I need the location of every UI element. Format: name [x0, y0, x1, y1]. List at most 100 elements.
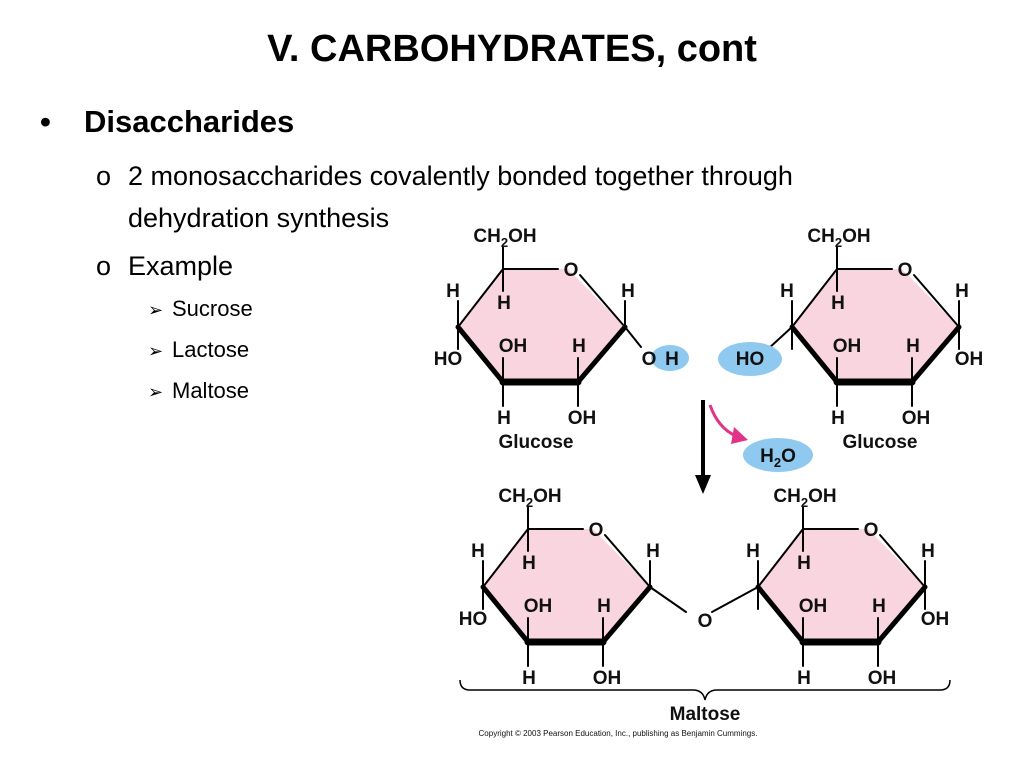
glucose-left-c1-h-label: H — [621, 281, 635, 302]
glycosidic-o-label: O — [698, 611, 713, 632]
glucose-left-ring-o-label: O — [564, 260, 579, 281]
glycosidic-bond-right — [711, 586, 759, 613]
water-arrow-head — [731, 427, 748, 444]
glucose-left-h-highlight — [651, 345, 689, 371]
maltose-right-c2-oh-label: OH — [868, 668, 897, 689]
maltose-left-ch2oh-label: CH2OH — [498, 486, 561, 510]
maltose-left-ring-fill — [483, 529, 650, 642]
list-item-lactose: ➢ Lactose — [148, 335, 249, 366]
definition-line-1: 2 monosaccharides covalently bonded toge… — [128, 161, 793, 191]
list-item-sucrose: ➢ Sucrose — [148, 294, 253, 325]
water-label: H2O — [760, 446, 796, 470]
water-arrow-curve — [708, 404, 737, 438]
glycosidic-bond-left — [649, 586, 687, 613]
glucose-right-c1-h-label: H — [955, 281, 969, 302]
bullet-disaccharides: • Disaccharides — [40, 104, 294, 140]
glucose-right-c5-h-label: H — [831, 293, 845, 314]
sucrose-label: Sucrose — [172, 296, 253, 321]
glucose-right-ring-fill — [792, 269, 959, 382]
arrow-bullet-icon: ➢ — [148, 382, 164, 402]
maltose-left-c2-oh-label: OH — [593, 668, 622, 689]
maltose-left-c1-h-label: H — [646, 541, 660, 562]
maltose-right-bond-c3-c4 — [755, 584, 806, 645]
glucose-left-c2-oh-label: OH — [568, 408, 597, 429]
glucose-right-bond-c3-c4 — [789, 324, 840, 385]
glucose-left-c1-h-label: H — [665, 349, 679, 370]
maltose-left-bond-c3-c4 — [480, 584, 531, 645]
maltose-right-ring-fill — [758, 529, 925, 642]
glucose-left-name: Glucose — [499, 432, 574, 453]
glucose-left-c4-ho-label: HO — [434, 349, 463, 370]
example-label: Example — [128, 251, 234, 281]
glucose-left-c3-h-label: H — [497, 408, 511, 429]
glucose-right-c4-h-label: H — [780, 281, 794, 302]
glucose-left-bond-c3-c4 — [455, 324, 506, 385]
maltose-left-bond-c4-c5 — [482, 528, 529, 588]
maltose-right-c5-h-label: H — [797, 553, 811, 574]
glucose-left-ring-fill — [458, 269, 625, 382]
glucose-left-c1-o-label: O — [642, 349, 657, 370]
glucose-right-bond-c1-c2 — [909, 324, 962, 385]
lactose-label: Lactose — [172, 337, 250, 362]
arrow-bullet-icon: ➢ — [148, 341, 164, 361]
maltose-right-c3-oh-label: OH — [799, 596, 828, 617]
glucose-left-ch2oh-label: CH2OH — [473, 226, 536, 250]
glucose-right-name: Glucose — [843, 432, 918, 453]
glucose-right-bond-c4-ho — [767, 326, 793, 350]
arrow-bullet-icon: ➢ — [148, 300, 164, 320]
glucose-right-ho-highlight — [718, 342, 782, 376]
glucose-right-bond-o-c1 — [913, 274, 960, 328]
glucose-right-c2-oh-label: OH — [902, 408, 931, 429]
glucose-left-c3-oh-label: OH — [499, 336, 528, 357]
glucose-left-bond-c1-c2 — [575, 324, 628, 385]
maltose-left-bond-o-c1 — [604, 534, 651, 588]
definition-line-2: dehydration synthesis — [128, 203, 390, 233]
glucose-left-bond-c1-o — [624, 326, 642, 348]
glucose-right-c3-oh-label: OH — [833, 336, 862, 357]
glucose-left-bond-c4-c5 — [457, 268, 504, 328]
maltose-left-bond-c1-c2 — [600, 584, 653, 645]
glucose-right-ring-o-label: O — [898, 260, 913, 281]
maltose-right-ring-o-label: O — [864, 520, 879, 541]
glucose-left-c4-h-label: H — [446, 281, 460, 302]
maltose-brace — [459, 679, 951, 701]
glucose-right-c1-oh-label: OH — [955, 349, 984, 370]
maltose-left-c4-ho-label: HO — [459, 609, 488, 630]
maltose-right-c2-h-label: H — [872, 596, 886, 617]
maltose-right-c3-h-label: H — [797, 668, 811, 689]
glucose-left-c2-h-label: H — [572, 336, 586, 357]
maltose-right-bond-c1-c2 — [875, 584, 928, 645]
glucose-right-c3-h-label: H — [831, 408, 845, 429]
maltose-right-c4-h-label: H — [746, 541, 760, 562]
bullet-dot-icon: • — [40, 104, 51, 139]
maltose-left-c4-h-label: H — [471, 541, 485, 562]
slide-title: V. CARBOHYDRATES, cont — [267, 28, 757, 70]
maltose-right-bond-o-c1 — [879, 534, 926, 588]
maltose-right-bond-c4-c5 — [757, 528, 804, 588]
reaction-arrow-head — [695, 475, 711, 494]
maltose-left-ring-o-label: O — [589, 520, 604, 541]
circle-bullet-icon: o — [96, 251, 112, 281]
maltose-right-ch2oh-label: CH2OH — [773, 486, 836, 510]
glucose-right-ch2oh-label: CH2OH — [807, 226, 870, 250]
maltose-left-c2-h-label: H — [597, 596, 611, 617]
glucose-left-c5-h-label: H — [497, 293, 511, 314]
list-item-maltose: ➢ Maltose — [148, 376, 249, 407]
glucose-right-c4-ho-label: HO — [736, 349, 765, 370]
maltose-name: Maltose — [670, 704, 741, 725]
maltose-right-c1-oh-label: OH — [921, 609, 950, 630]
circle-bullet-icon: o — [96, 161, 112, 191]
glucose-right-c2-h-label: H — [906, 336, 920, 357]
copyright-text: Copyright © 2003 Pearson Education, Inc.… — [479, 729, 758, 738]
bullet-disaccharides-label: Disaccharides — [84, 104, 295, 139]
maltose-right-c1-h-label: H — [921, 541, 935, 562]
glucose-left-bond-o-c1 — [579, 274, 626, 328]
water-highlight — [743, 438, 813, 472]
glucose-right-bond-c4-c5 — [791, 268, 838, 328]
maltose-left-c3-oh-label: OH — [524, 596, 553, 617]
maltose-left-c3-h-label: H — [522, 668, 536, 689]
maltose-label: Maltose — [172, 378, 250, 403]
maltose-left-c5-h-label: H — [522, 553, 536, 574]
